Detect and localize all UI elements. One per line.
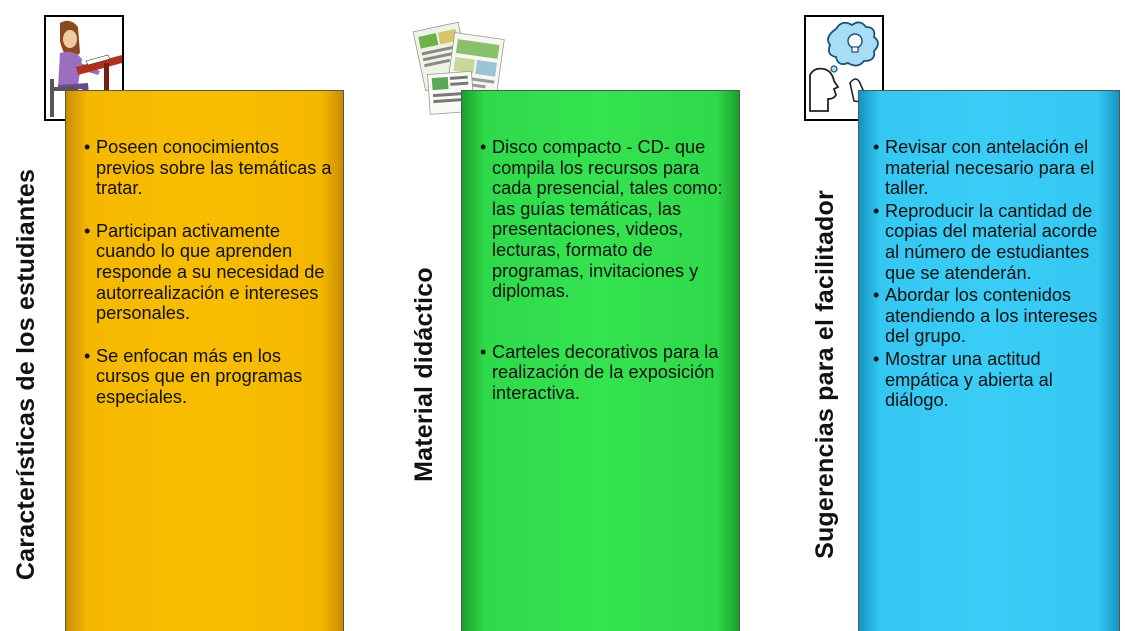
list-item: Reproducir la cantidad de copias del mat… bbox=[873, 201, 1111, 283]
list-item: Disco compacto - CD- que compila los rec… bbox=[480, 137, 731, 302]
column-estudiantes: Características de los estudiantes Posee… bbox=[0, 0, 360, 631]
panel-facilitador: Revisar con antelación el material neces… bbox=[858, 90, 1120, 631]
bullet-list: Poseen conocimientos previos sobre las t… bbox=[84, 137, 335, 408]
list-item: Carteles decorativos para la realización… bbox=[480, 342, 731, 404]
column-facilitador: Sugerencias para el facilitador Revisar … bbox=[790, 0, 1125, 631]
bullet-list: Revisar con antelación el material neces… bbox=[873, 137, 1111, 411]
list-item: Participan activamente cuando lo que apr… bbox=[84, 221, 335, 324]
column-title: Material didáctico bbox=[409, 266, 438, 482]
bullet-list: Disco compacto - CD- que compila los rec… bbox=[480, 137, 731, 404]
list-item: Poseen conocimientos previos sobre las t… bbox=[84, 137, 335, 199]
column-title: Sugerencias para el facilitador bbox=[810, 189, 839, 559]
list-item: Se enfocan más en los cursos que en prog… bbox=[84, 346, 335, 408]
list-item: Revisar con antelación el material neces… bbox=[873, 137, 1111, 199]
list-item: Mostrar una actitud empática y abierta a… bbox=[873, 349, 1111, 411]
panel-material: Disco compacto - CD- que compila los rec… bbox=[461, 90, 740, 631]
student-writing-icon bbox=[44, 15, 124, 121]
column-title: Características de los estudiantes bbox=[12, 168, 41, 580]
column-material: Material didáctico Disco compacto - CD- … bbox=[395, 0, 755, 631]
panel-estudiantes: Poseen conocimientos previos sobre las t… bbox=[65, 90, 344, 631]
list-item: Abordar los contenidos atendiendo a los … bbox=[873, 285, 1111, 347]
